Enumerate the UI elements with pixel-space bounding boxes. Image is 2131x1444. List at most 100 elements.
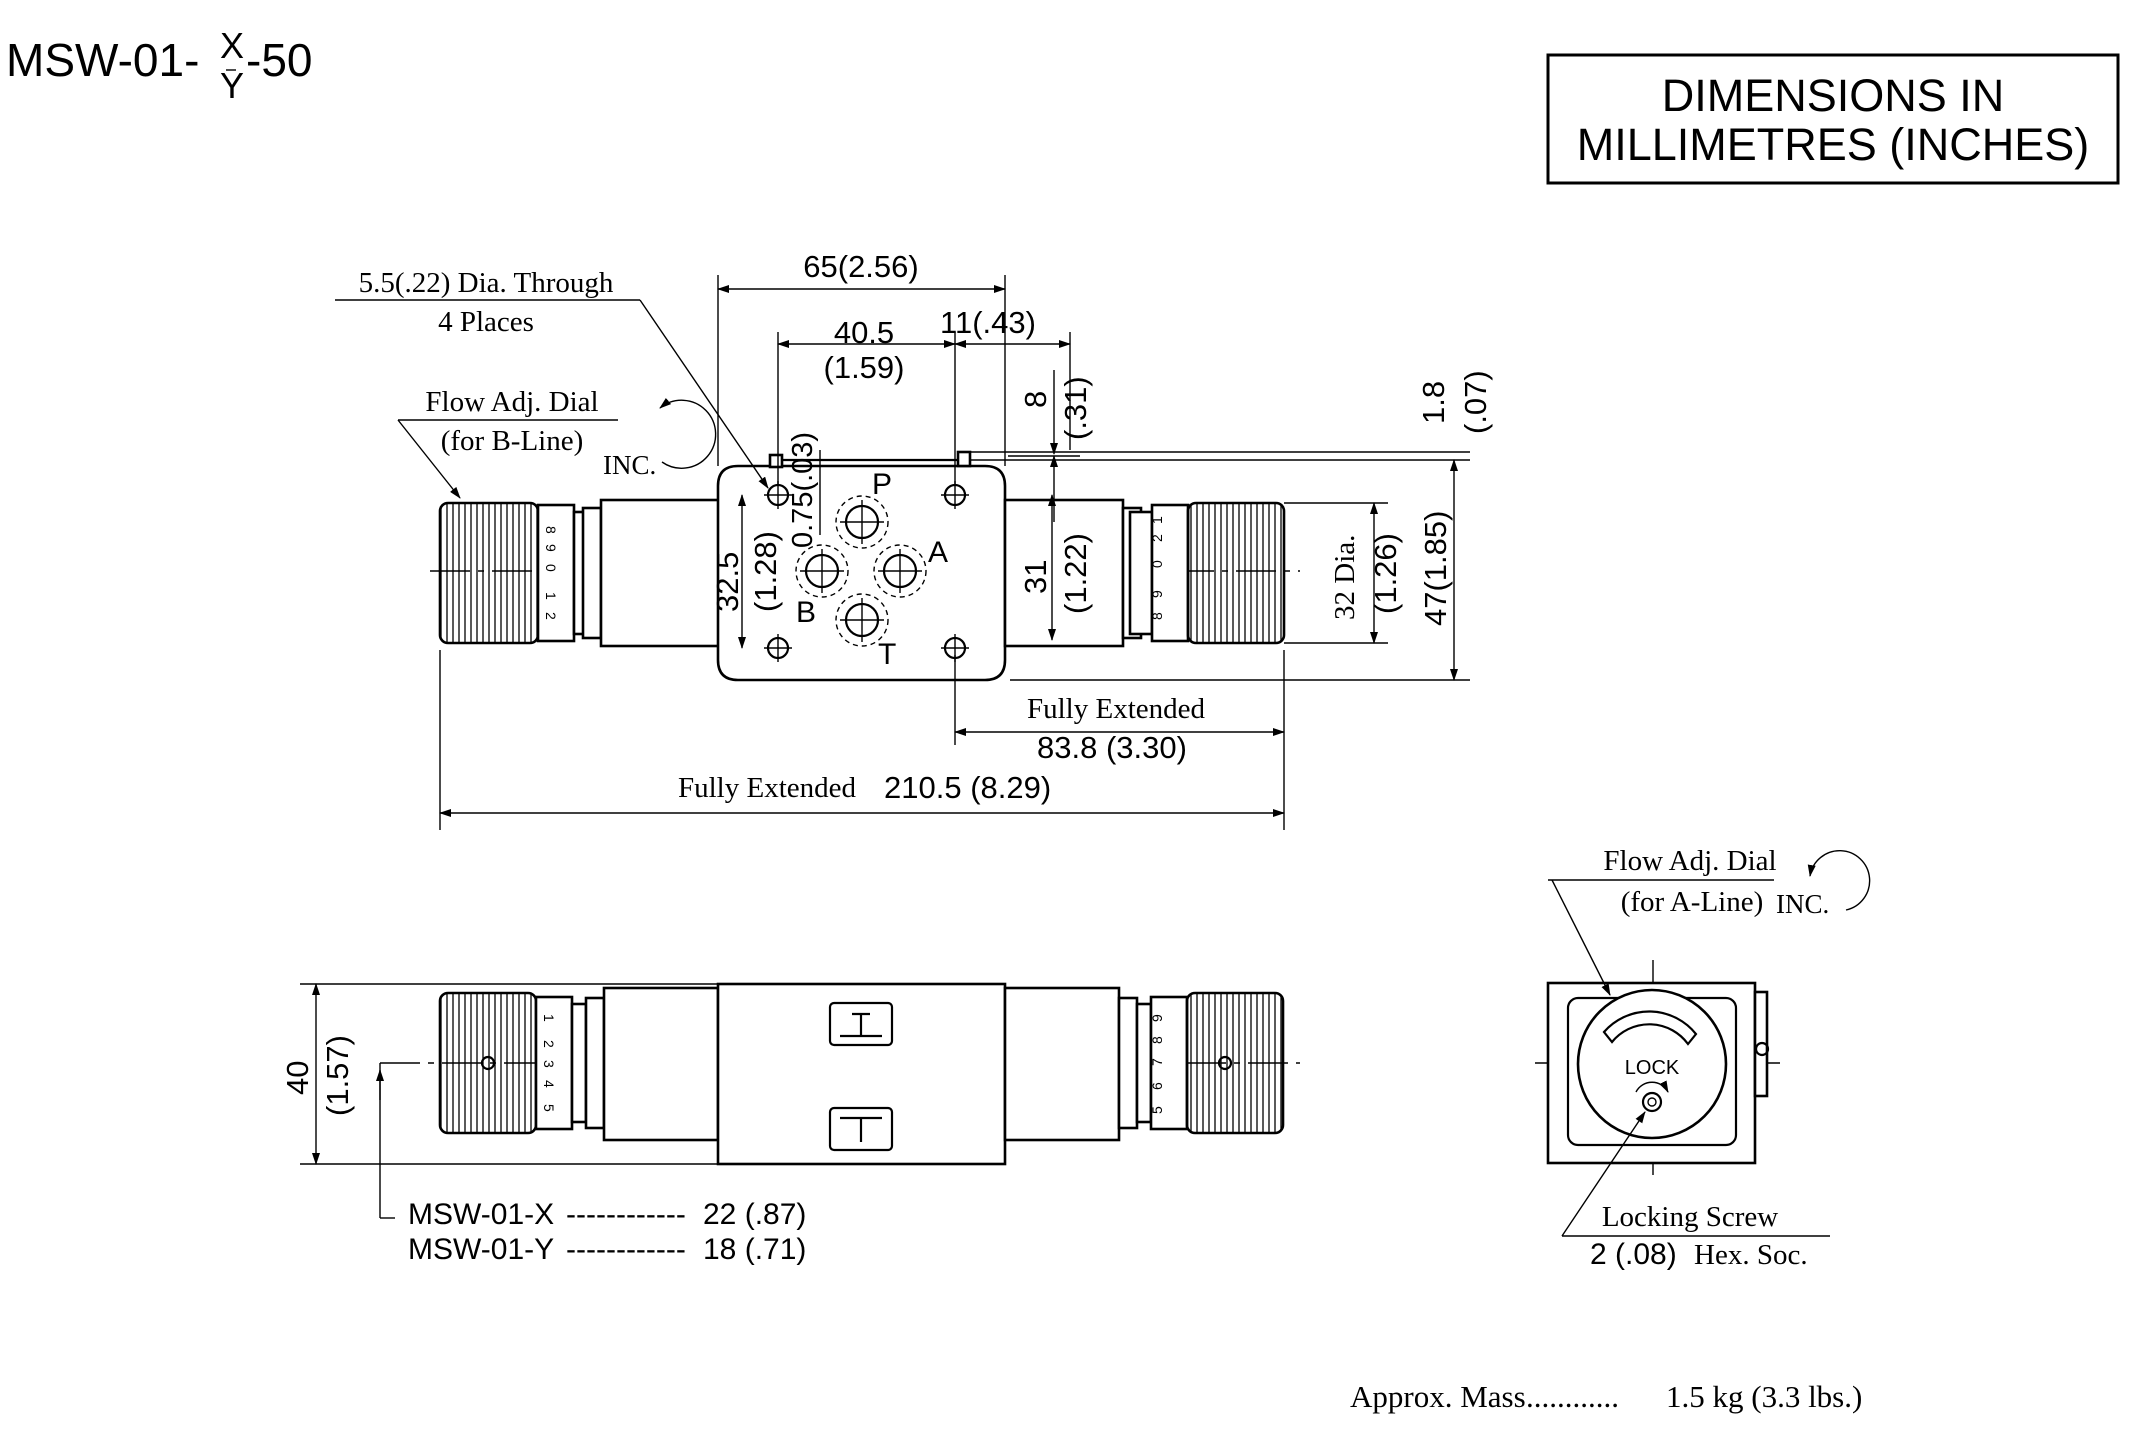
model-title: MSW-01- X Y -50: [6, 25, 312, 106]
side-view: 1 2 3 4 5 9 8: [280, 982, 1300, 1266]
dial-b-note: Flow Adj. Dial (for B-Line) INC.: [397, 386, 717, 499]
right-scale-digit: 1: [1149, 516, 1165, 524]
units-line-2: MILLIMETRES (INCHES): [1577, 119, 2090, 170]
dim-83-8-label: 83.8 (3.30): [1037, 730, 1187, 765]
dial-a-note: Flow Adj. Dial (for A-Line) INC.: [1548, 845, 1871, 996]
mass-note: Approx. Mass ............ 1.5 kg (3.3 lb…: [1350, 1379, 1862, 1414]
valve-body-top: [716, 464, 1007, 682]
hole-note: 5.5(.22) Dia. Through 4 Places: [335, 267, 769, 489]
dim-31-label: 31: [1018, 560, 1053, 594]
model-y-dots: ------------: [566, 1233, 686, 1266]
dim-32-5-inch: (1.28): [748, 531, 783, 612]
dim-11-label: 11(.43): [940, 305, 1036, 340]
right-knob: 1 2 0 9 8: [1121, 501, 1286, 645]
dim-32-5-label: 32.5: [710, 552, 745, 612]
model-x-value: 22 (.87): [703, 1198, 806, 1231]
left-scale-digit: 9: [543, 544, 559, 552]
side-right-knob: 9 8 7 6 5: [1117, 991, 1285, 1135]
side-left-scale: 1 2 3 4 5: [541, 1014, 557, 1112]
dim-32-dia-label: 32 Dia.: [1329, 535, 1361, 620]
dim-40-5: 40.5 (1.59) 11(.43): [777, 305, 1071, 484]
side-right-scale-digit: 9: [1149, 1014, 1165, 1022]
locking-screw-label: Locking Screw: [1602, 1201, 1778, 1233]
right-scale-digit: 9: [1149, 590, 1165, 598]
dim-65: 65(2.56): [717, 249, 1006, 466]
side-right-scale-digit: 7: [1149, 1058, 1165, 1066]
model-x-dots: ------------: [566, 1198, 686, 1231]
dial-a-line-1: Flow Adj. Dial: [1603, 845, 1776, 877]
locking-screw-note: Locking Screw 2 (.08) Hex. Soc.: [1561, 1111, 1830, 1271]
model-x-label: MSW-01-X: [408, 1198, 554, 1231]
dim-47: 47(1.85): [1010, 459, 1470, 681]
left-scale-digit: 2: [543, 612, 559, 620]
dim-40-label: 40: [280, 1061, 315, 1095]
port-t-label: T: [878, 638, 896, 671]
side-right-scale-digit: 6: [1149, 1082, 1165, 1090]
right-scale-digit: 0: [1149, 560, 1165, 568]
side-right-housing: [1003, 986, 1121, 1142]
model-y-label: MSW-01-Y: [408, 1233, 554, 1266]
side-right-scale-digit: 5: [1149, 1106, 1165, 1114]
mass-label: Approx. Mass: [1350, 1379, 1526, 1414]
inc-label-b: INC.: [603, 450, 656, 480]
valve-symbol-upper: [828, 1001, 894, 1047]
dim-1-8: 1.8 (.07): [970, 370, 1493, 461]
dim-0-75: 0.75(.03): [787, 432, 821, 548]
side-left-knob: 1 2 3 4 5: [438, 991, 606, 1135]
units-line-1: DIMENSIONS IN: [1662, 70, 2005, 121]
dim-40-5-inch: (1.59): [824, 350, 905, 385]
mass-value: 1.5 kg (3.3 lbs.): [1666, 1379, 1862, 1414]
dim-32-5: 32.5 (1.28): [710, 494, 783, 649]
dial-a-line-2: (for A-Line): [1621, 886, 1764, 918]
dim-40-inch: (1.57): [320, 1035, 355, 1116]
dim-47-label: 47(1.85): [1418, 511, 1453, 626]
right-scale: 1 2 0 9 8: [1149, 516, 1165, 620]
side-left-scale-digit: 2: [541, 1040, 557, 1048]
dim-8-label: 8: [1018, 391, 1053, 408]
port-b-label: B: [796, 596, 816, 629]
right-scale-digit: 2: [1149, 534, 1165, 542]
side-right-scale-digit: 8: [1149, 1036, 1165, 1044]
dim-1-8-label: 1.8: [1416, 381, 1451, 424]
hole-note-line-2: 4 Places: [438, 306, 534, 338]
side-left-scale-digit: 1: [541, 1014, 557, 1022]
model-y-value: 18 (.71): [703, 1233, 806, 1266]
top-view: 8 9 0 1 2 1 2 0 9 8: [335, 249, 1493, 830]
model-title-prefix: MSW-01-: [6, 34, 199, 86]
right-housing: [1003, 498, 1125, 648]
dim-32-dia: 32 Dia. (1.26): [1284, 502, 1403, 644]
dim-0-75-label: 0.75(.03): [787, 432, 819, 548]
model-title-upper: X: [220, 25, 244, 66]
dial-b-line-2: (for B-Line): [441, 425, 584, 457]
right-scale-digit: 8: [1149, 612, 1165, 620]
left-housing: [599, 498, 721, 648]
units-box: DIMENSIONS IN MILLIMETRES (INCHES): [1546, 53, 2120, 185]
dim-31-inch: (1.22): [1058, 533, 1093, 614]
dim-40: 40 (1.57): [280, 983, 718, 1165]
left-knob: 8 9 0 1 2: [438, 501, 603, 645]
hex-size-label: 2 (.08): [1590, 1238, 1677, 1271]
hex-soc-label: Hex. Soc.: [1694, 1239, 1808, 1271]
left-scale-digit: 8: [543, 526, 559, 534]
valve-symbol-lower: [828, 1106, 894, 1152]
inc-label-a: INC.: [1776, 889, 1829, 919]
side-left-scale-digit: 3: [541, 1060, 557, 1068]
dim-8-inch: (.31): [1058, 376, 1093, 440]
dim-1-8-inch: (.07): [1458, 370, 1493, 434]
lock-label: LOCK: [1625, 1057, 1680, 1079]
end-view: LOCK Flow Adj. Dial (for A-Line) INC. Lo…: [1535, 845, 1871, 1271]
mass-dots: ............: [1526, 1379, 1619, 1414]
side-right-scale: 9 8 7 6 5: [1149, 1014, 1165, 1114]
ports: P A B T: [795, 468, 948, 671]
side-left-housing: [602, 986, 720, 1142]
fully-extended-label-1: Fully Extended: [1027, 693, 1206, 725]
mounting-holes: [764, 481, 969, 662]
port-p-label: P: [872, 468, 892, 501]
side-left-scale-digit: 5: [541, 1104, 557, 1112]
fully-extended-label-2: Fully Extended: [678, 772, 857, 804]
dim-83-8: Fully Extended 83.8 (3.30): [954, 650, 1285, 830]
dim-8: 8 (.31): [1008, 370, 1093, 522]
left-scale-digit: 0: [543, 564, 559, 572]
dim-40-5-label: 40.5: [834, 315, 894, 350]
